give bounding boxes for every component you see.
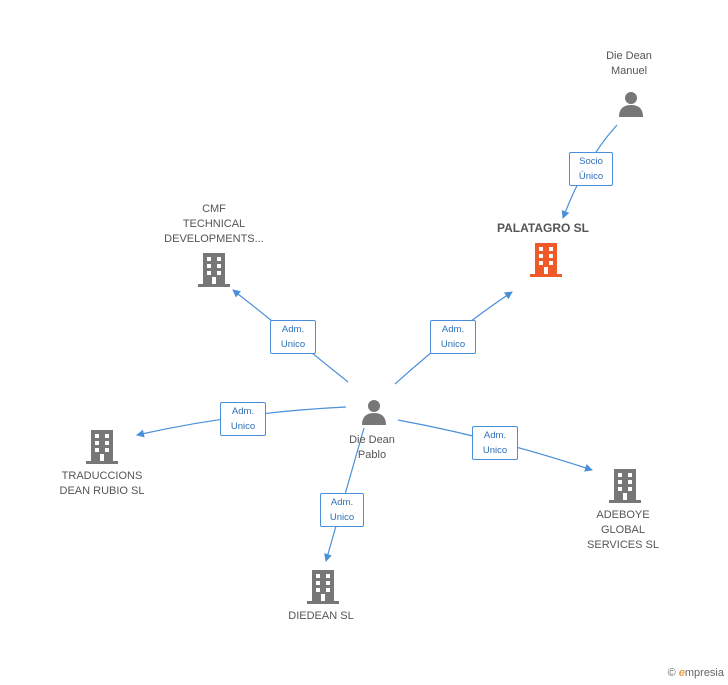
edge-label-line: Unico bbox=[280, 339, 306, 350]
edge-label-line: Unico bbox=[329, 512, 355, 523]
edge-label-adm-unico[interactable]: Adm. Unico bbox=[270, 320, 316, 354]
node-label-line: Die Dean bbox=[349, 434, 395, 446]
building-icon[interactable] bbox=[307, 570, 339, 604]
node-label-line: TECHNICAL bbox=[182, 218, 246, 230]
building-icon[interactable] bbox=[530, 243, 562, 277]
edge-label-line: Adm. bbox=[441, 324, 465, 335]
edge-label-line: Adm. bbox=[231, 406, 255, 417]
node-traduccions[interactable]: TRADUCCIONS DEAN RUBIO SL bbox=[46, 469, 158, 499]
node-label-line: CMF bbox=[202, 203, 226, 215]
node-diedean[interactable]: DIEDEAN SL bbox=[270, 609, 372, 624]
edge-label-line: Adm. bbox=[330, 497, 354, 508]
node-label-line: DEAN RUBIO SL bbox=[59, 485, 145, 497]
node-label-line: DIEDEAN SL bbox=[288, 610, 354, 622]
edge-label-socio-unico[interactable]: Socio Único bbox=[569, 152, 613, 186]
edge-label-line: Adm. bbox=[281, 324, 305, 335]
node-label-line: ADEBOYE bbox=[596, 509, 650, 521]
edge-label-adm-unico[interactable]: Adm. Unico bbox=[320, 493, 364, 527]
building-icon[interactable] bbox=[86, 430, 118, 464]
node-palatagro[interactable]: PALATAGRO SL bbox=[478, 221, 608, 236]
building-icon[interactable] bbox=[609, 469, 641, 503]
node-label-line: TRADUCCIONS bbox=[61, 470, 143, 482]
edge-label-adm-unico[interactable]: Adm. Unico bbox=[472, 426, 518, 460]
node-label-line: SERVICES SL bbox=[587, 539, 659, 551]
node-adeboye[interactable]: ADEBOYE GLOBAL SERVICES SL bbox=[572, 508, 674, 553]
person-icon[interactable] bbox=[617, 89, 645, 117]
edge-label-adm-unico[interactable]: Adm. Unico bbox=[220, 402, 266, 436]
edge-label-line: Unico bbox=[482, 445, 508, 456]
edge-label-line: Socio bbox=[579, 156, 603, 167]
node-label-line: DEVELOPMENTS... bbox=[164, 233, 264, 245]
node-die-dean-pablo[interactable]: Die Dean Pablo bbox=[322, 433, 422, 463]
node-label-line: GLOBAL bbox=[600, 524, 646, 536]
node-label-line: PALATAGRO SL bbox=[497, 221, 589, 235]
building-icon[interactable] bbox=[198, 253, 230, 287]
node-cmf[interactable]: CMF TECHNICAL DEVELOPMENTS... bbox=[155, 202, 273, 247]
person-icon[interactable] bbox=[360, 397, 388, 425]
node-label-line: Manuel bbox=[610, 65, 648, 77]
empresia-logo: © empresia bbox=[668, 667, 724, 679]
node-die-dean-manuel[interactable]: Die Dean Manuel bbox=[582, 49, 676, 79]
edge-label-adm-unico[interactable]: Adm. Unico bbox=[430, 320, 476, 354]
node-label-line: Die Dean bbox=[606, 50, 652, 62]
edge-label-line: Unico bbox=[440, 339, 466, 350]
brand-name: mpresia bbox=[684, 667, 724, 679]
copyright-icon: © bbox=[667, 667, 676, 679]
edge-label-line: Único bbox=[578, 171, 604, 182]
edge-label-line: Adm. bbox=[483, 430, 507, 441]
edge-label-line: Unico bbox=[230, 421, 256, 432]
brand-initial: e bbox=[678, 667, 685, 679]
node-label-line: Pablo bbox=[357, 449, 387, 461]
edges bbox=[136, 124, 618, 562]
